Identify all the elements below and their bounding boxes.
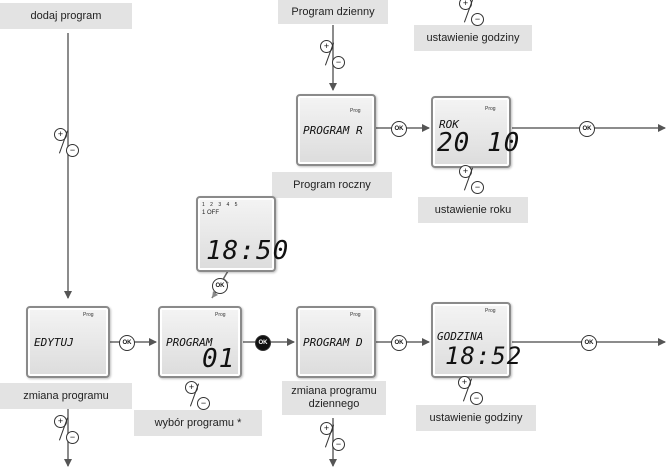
display-off-label: 1 OFF [202,210,220,216]
plus-minus-left-bottom[interactable]: + − [54,415,80,445]
caption-daily-program-top: Program dzienny [278,0,388,24]
display-hour-label: GODZINA [437,330,484,343]
display-program-d: Prog PROGRAM D [296,306,376,378]
minus-icon[interactable]: − [332,56,345,69]
caption-set-time-top: ustawienie godziny [414,25,532,51]
plus-minus-hour[interactable]: + − [458,376,484,406]
minus-icon[interactable]: − [66,431,79,444]
minus-icon[interactable]: − [66,144,79,157]
display-time-off: 1 2 3 4 5 1 OFF 18:50 [196,196,288,272]
display-hour-time: 18:52 [445,342,523,370]
display-hour: Prog GODZINA 18:52 [431,302,521,378]
display-program-text: PROGRAM [166,336,213,349]
ok-button-year[interactable]: OK [579,121,595,137]
display-year-value: 20 10 [437,128,521,158]
minus-icon[interactable]: − [471,181,484,194]
caption-set-year: ustawienie roku [418,197,528,223]
minus-icon[interactable]: − [471,13,484,26]
ok-button-program-r[interactable]: OK [391,121,407,137]
prog-indicator: Prog [215,312,226,318]
caption-add-program: dodaj program [0,3,132,29]
prog-indicator: Prog [350,108,361,114]
ok-button-hour[interactable]: OK [581,335,597,351]
display-program-select: Prog PROGRAM 01 [158,306,242,378]
minus-icon[interactable]: − [470,392,483,405]
display-time-value: 18:50 [206,236,290,266]
prog-indicator: Prog [485,308,496,314]
display-edit: Prog EDYTUJ [26,306,110,378]
arrowhead-down [212,291,218,298]
ok-button-edit[interactable]: OK [119,335,135,351]
plus-minus-program[interactable]: + − [185,381,211,411]
display-program-d-text: PROGRAM D [303,336,363,349]
caption-program-choice: wybór programu * [134,410,262,436]
prog-indicator: Prog [83,312,94,318]
ok-button-program[interactable]: OK [255,335,271,351]
minus-icon[interactable]: − [197,397,210,410]
ok-button-time[interactable]: OK [212,278,228,294]
caption-change-daily-program: zmiana programu dziennego [282,381,386,415]
display-year: Prog ROK 20 10 [431,96,519,168]
plus-minus-mid-bottom[interactable]: + − [320,422,346,452]
plus-minus-year[interactable]: + − [459,165,485,195]
display-program-number: 01 [202,344,236,374]
plus-minus-left-top[interactable]: + − [54,128,80,158]
display-program-r: Prog PROGRAM R [296,94,376,166]
caption-set-time-bottom: ustawienie godziny [416,405,536,431]
plus-minus-top-right[interactable]: + − [459,0,485,27]
display-program-r-text: PROGRAM R [303,124,363,137]
ok-button-program-d[interactable]: OK [391,335,407,351]
prog-indicator: Prog [350,312,361,318]
display-day-indicators: 1 2 3 4 5 [202,202,240,208]
display-edit-text: EDYTUJ [34,336,74,349]
caption-yearly-program: Program roczny [272,172,392,198]
display-year-label: ROK [439,118,459,131]
plus-minus-top[interactable]: + − [320,40,346,70]
plus-icon[interactable]: + [459,0,472,10]
caption-change-program: zmiana programu [0,383,132,409]
minus-icon[interactable]: − [332,438,345,451]
prog-indicator: Prog [485,106,496,112]
